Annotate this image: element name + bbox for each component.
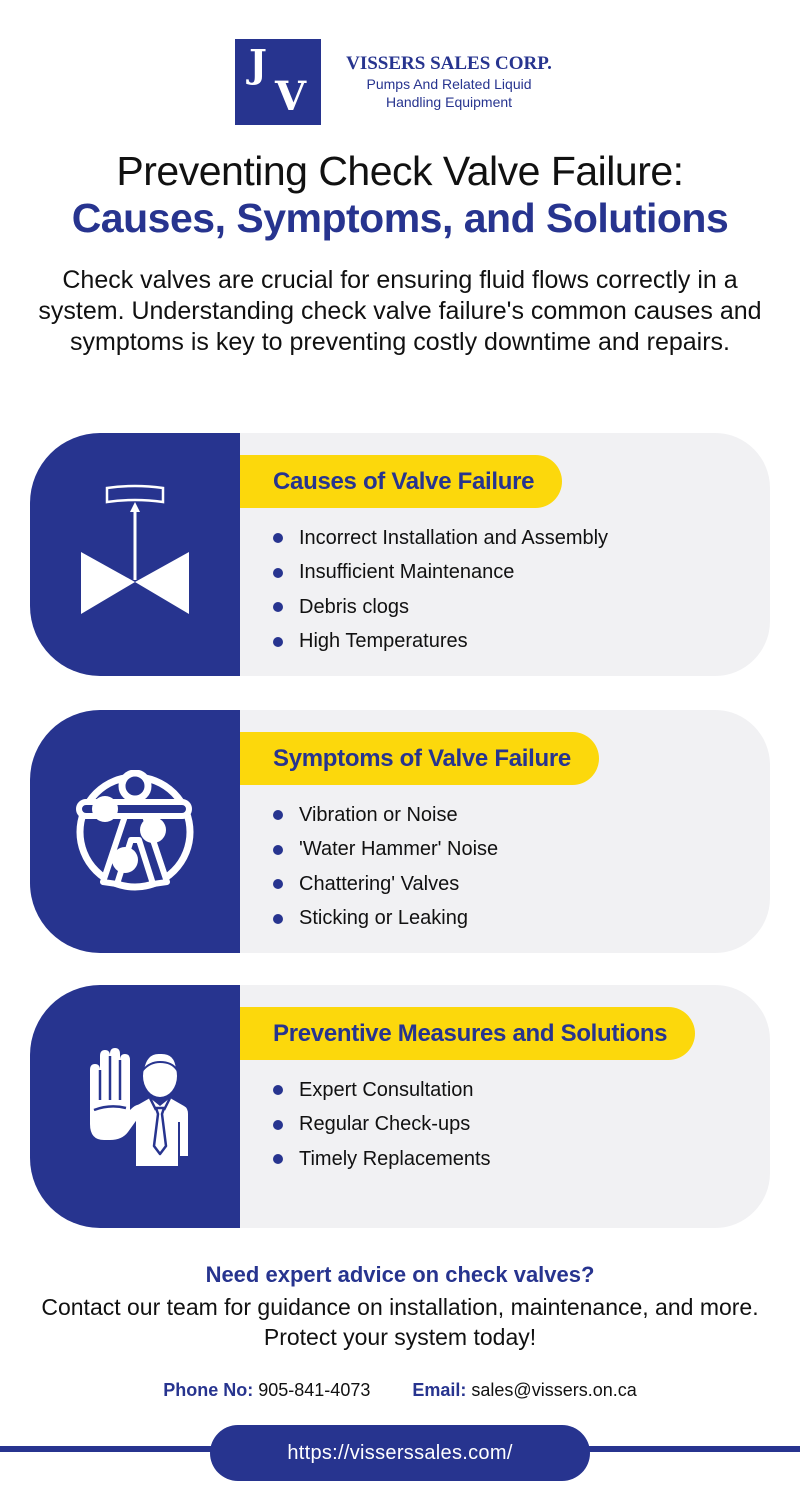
bullet-list: Incorrect Installation and Assembly Insu… (273, 521, 608, 659)
valve-icon (81, 484, 189, 614)
contact-info: Phone No: 905-841-4073 Email: sales@viss… (0, 1380, 800, 1401)
intro-paragraph: Check valves are crucial for ensuring fl… (38, 266, 762, 356)
list-item: Incorrect Installation and Assembly (273, 521, 608, 556)
list-item: 'Water Hammer' Noise (273, 833, 498, 868)
section-content: Symptoms of Valve Failure Vibration or N… (240, 710, 770, 953)
section-icon-panel (30, 985, 240, 1228)
website-url[interactable]: https://visserssales.com/ (287, 1441, 513, 1464)
bullet-dot-icon (273, 1119, 283, 1130)
list-item: Chattering' Valves (273, 867, 498, 902)
phone-contact: Phone No: 905-841-4073 (163, 1380, 370, 1401)
section-heading: Preventive Measures and Solutions (273, 1019, 668, 1047)
bullet-dot-icon (273, 533, 283, 544)
company-logo: J V VISSERS SALES CORP. Pumps And Relate… (235, 39, 570, 125)
phone-label: Phone No: (163, 1380, 254, 1400)
section-content: Causes of Valve Failure Incorrect Instal… (240, 433, 770, 676)
bullet-list: Expert Consultation Regular Check-ups Ti… (273, 1073, 491, 1177)
section-icon-panel (30, 433, 240, 676)
email-address[interactable]: sales@vissers.on.ca (471, 1380, 637, 1400)
page-subtitle: Causes, Symptoms, and Solutions (71, 195, 729, 241)
list-item: Sticking or Leaking (273, 902, 498, 937)
company-name: VISSERS SALES CORP. (346, 53, 552, 74)
company-tagline-1: Pumps And Related Liquid (366, 76, 532, 92)
section-content: Preventive Measures and Solutions Expert… (240, 985, 770, 1228)
section-preventive: Preventive Measures and Solutions Expert… (30, 985, 770, 1228)
list-item: Vibration or Noise (273, 798, 498, 833)
logo-text: VISSERS SALES CORP. Pumps And Related Li… (329, 53, 569, 111)
email-label: Email: (412, 1380, 467, 1400)
bullet-dot-icon (273, 913, 283, 924)
section-symptoms: Symptoms of Valve Failure Vibration or N… (30, 710, 770, 953)
section-heading-pill: Causes of Valve Failure (240, 455, 563, 508)
cta-heading: Need expert advice on check valves? (205, 1262, 595, 1287)
phone-number[interactable]: 905-841-4073 (258, 1380, 371, 1400)
bullet-dot-icon (273, 810, 283, 821)
section-heading-pill: Preventive Measures and Solutions (240, 1007, 696, 1060)
list-item: Expert Consultation (273, 1073, 491, 1108)
list-item: Regular Check-ups (273, 1108, 491, 1143)
bullet-dot-icon (273, 844, 283, 855)
email-contact: Email: sales@vissers.on.ca (412, 1380, 636, 1401)
logo-monogram: J V (235, 39, 321, 125)
body-joints-icon (76, 769, 194, 890)
bullet-dot-icon (273, 602, 283, 613)
logo-letter-v: V (275, 73, 307, 120)
website-link[interactable]: https://visserssales.com/ (210, 1425, 590, 1481)
list-item: High Temperatures (273, 625, 608, 660)
page-title: Preventing Check Valve Failure: (116, 148, 684, 194)
list-item: Timely Replacements (273, 1142, 491, 1177)
section-causes: Causes of Valve Failure Incorrect Instal… (30, 433, 770, 676)
list-item: Debris clogs (273, 590, 608, 625)
bullet-dot-icon (273, 1085, 283, 1096)
bullet-list: Vibration or Noise 'Water Hammer' Noise … (273, 798, 498, 936)
bullet-dot-icon (273, 567, 283, 578)
section-heading: Causes of Valve Failure (273, 467, 535, 495)
section-heading-pill: Symptoms of Valve Failure (240, 732, 599, 785)
company-tagline-2: Handling Equipment (385, 94, 513, 110)
cta-body: Contact our team for guidance on install… (41, 1294, 759, 1350)
list-item: Insufficient Maintenance (273, 556, 608, 591)
stop-hand-person-icon (90, 1047, 188, 1166)
bullet-dot-icon (273, 636, 283, 647)
logo-letter-j: J (249, 41, 267, 86)
bullet-dot-icon (273, 1154, 283, 1165)
section-heading: Symptoms of Valve Failure (273, 744, 571, 772)
section-icon-panel (30, 710, 240, 953)
bullet-dot-icon (273, 879, 283, 890)
